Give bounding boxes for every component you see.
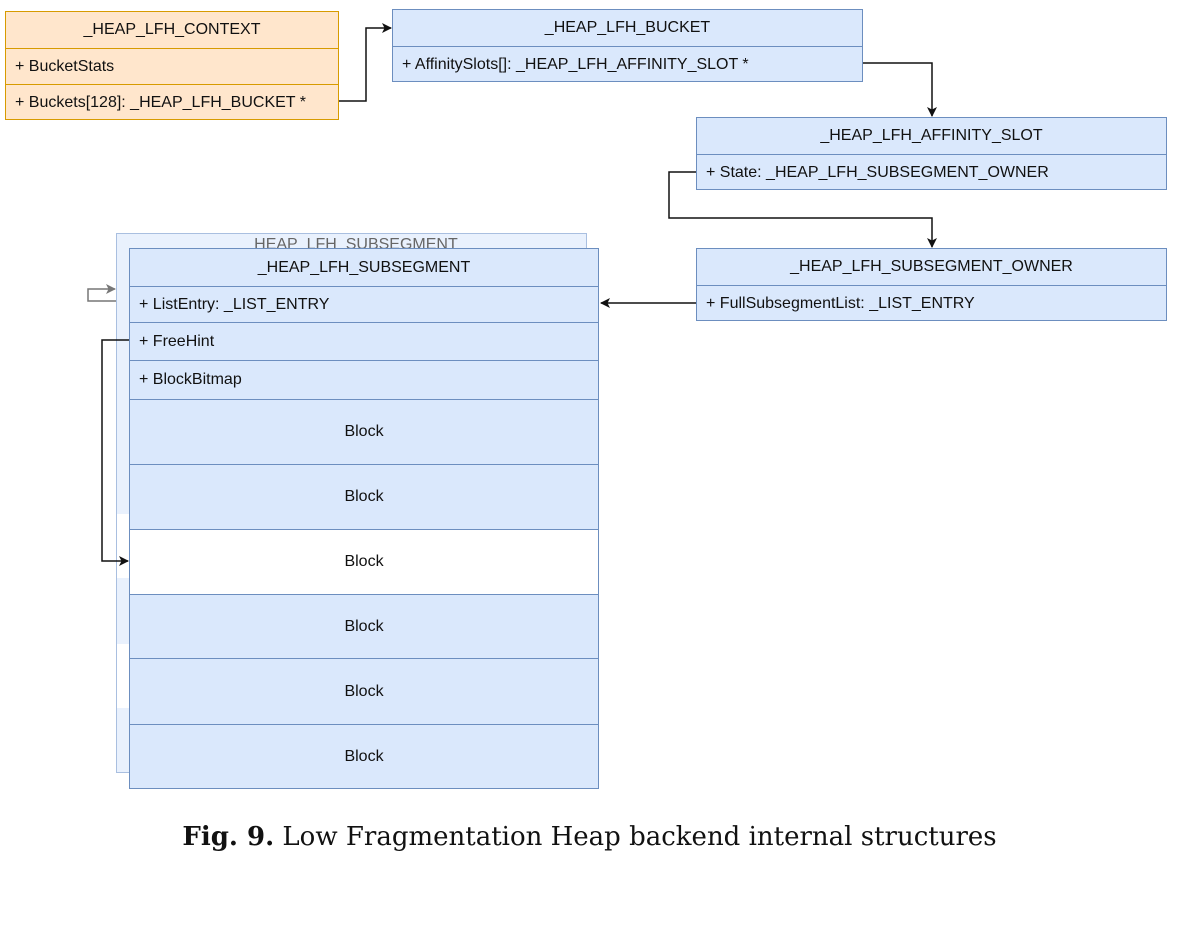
context-field-bucketstats: + BucketStats bbox=[6, 48, 338, 84]
heap-lfh-bucket-title: _HEAP_LFH_BUCKET bbox=[544, 19, 711, 36]
heap-lfh-subsegment-owner-title: _HEAP_LFH_SUBSEGMENT_OWNER bbox=[790, 258, 1073, 275]
bucket-field-affinityslots: + AffinitySlots[]: _HEAP_LFH_AFFINITY_SL… bbox=[393, 46, 862, 82]
context-field-buckets: + Buckets[128]: _HEAP_LFH_BUCKET * bbox=[6, 84, 338, 120]
subsegment-field-blockbitmap: + BlockBitmap bbox=[130, 360, 598, 399]
subsegment-block: Block bbox=[130, 658, 598, 724]
heap-lfh-context-title: _HEAP_LFH_CONTEXT bbox=[83, 21, 261, 38]
subsegment-field-freehint: + FreeHint bbox=[130, 322, 598, 360]
figure-caption-text: Low Fragmentation Heap backend internal … bbox=[282, 822, 997, 852]
subsegment-block: Block bbox=[130, 464, 598, 529]
arrow-buckets-to-bucket bbox=[339, 23, 392, 102]
heap-lfh-bucket-box: _HEAP_LFH_BUCKET + AffinitySlots[]: _HEA… bbox=[392, 9, 863, 82]
figure-caption: Fig. 9. Low Fragmentation Heap backend i… bbox=[0, 822, 1179, 852]
heap-lfh-affinity-slot-title: _HEAP_LFH_AFFINITY_SLOT bbox=[820, 127, 1043, 144]
subsegment-block: Block bbox=[130, 399, 598, 464]
subsegment-owner-field-fullsubsegmentlist: + FullSubsegmentList: _LIST_ENTRY bbox=[697, 285, 1166, 321]
heap-lfh-context-box: _HEAP_LFH_CONTEXT + BucketStats + Bucket… bbox=[5, 11, 339, 120]
heap-lfh-subsegment-owner-box: _HEAP_LFH_SUBSEGMENT_OWNER + FullSubsegm… bbox=[696, 248, 1167, 321]
heap-lfh-subsegment-box: _HEAP_LFH_SUBSEGMENT + ListEntry: _LIST_… bbox=[129, 248, 599, 789]
heap-lfh-affinity-slot-box: _HEAP_LFH_AFFINITY_SLOT + State: _HEAP_L… bbox=[696, 117, 1167, 190]
subsegment-block-free: Block bbox=[130, 529, 598, 594]
arrow-affinityslots-to-affinity-slot bbox=[863, 62, 937, 117]
subsegment-block: Block bbox=[130, 724, 598, 788]
figure-number: Fig. 9. bbox=[182, 822, 275, 852]
arrow-stacked-list-link bbox=[87, 284, 116, 302]
subsegment-field-listentry: + ListEntry: _LIST_ENTRY bbox=[130, 286, 598, 322]
subsegment-block: Block bbox=[130, 594, 598, 658]
affinity-slot-field-state: + State: _HEAP_LFH_SUBSEGMENT_OWNER bbox=[697, 154, 1166, 190]
heap-lfh-subsegment-title: _HEAP_LFH_SUBSEGMENT bbox=[257, 258, 471, 276]
